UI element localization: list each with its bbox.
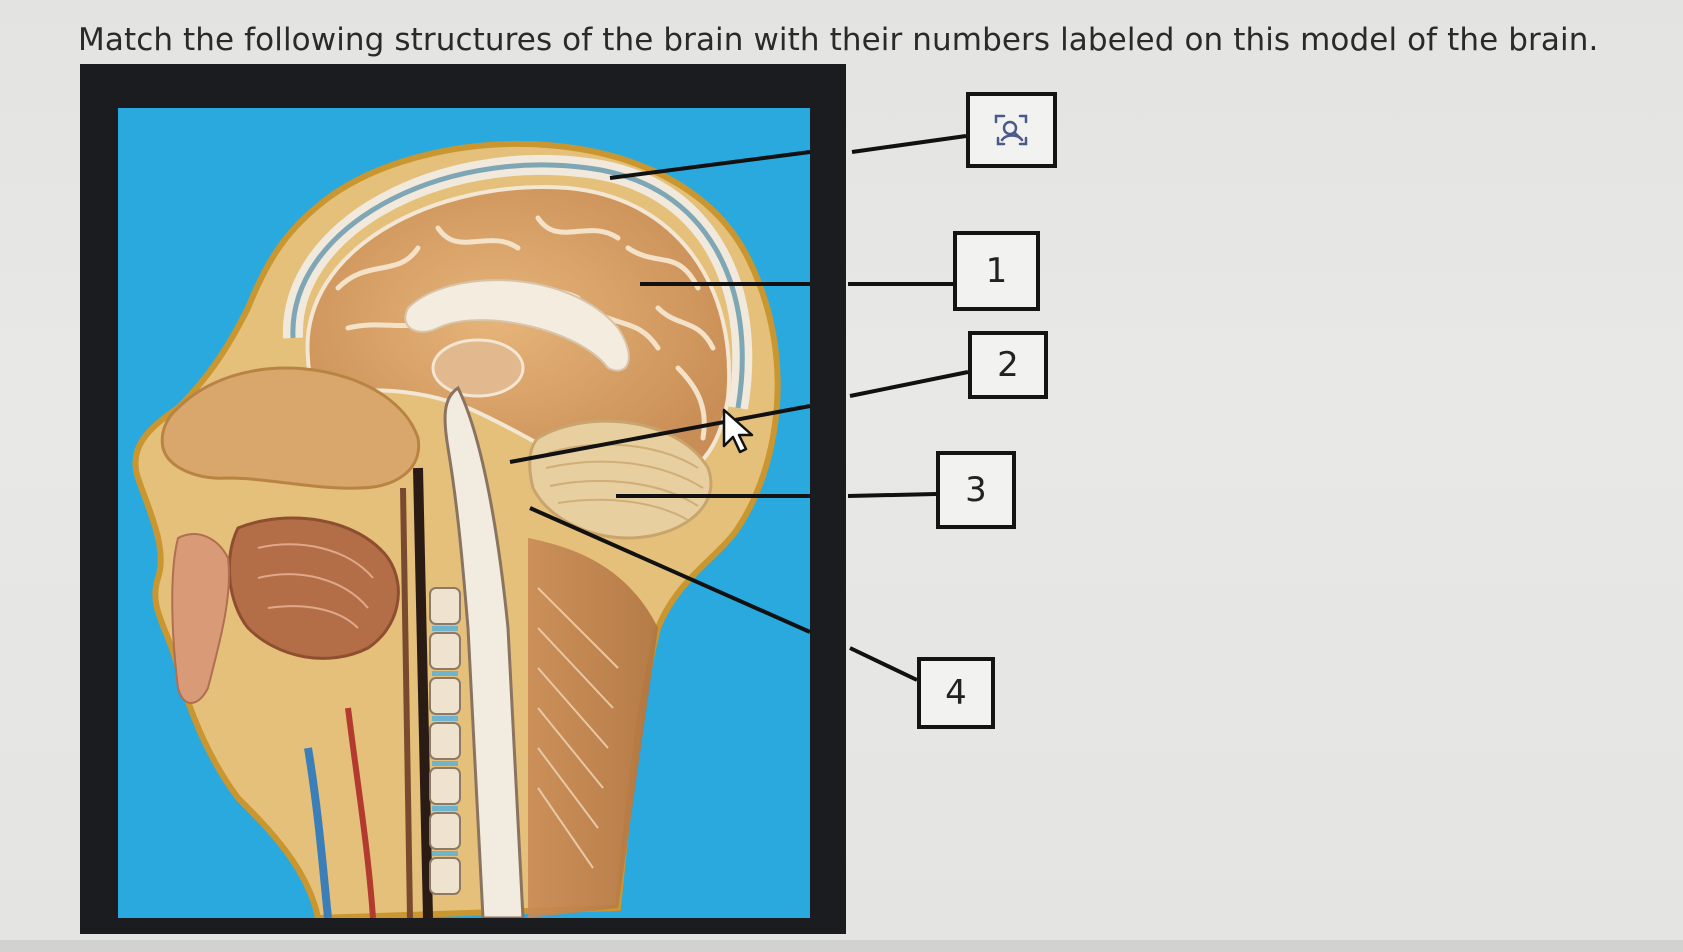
question-text: Match the following structures of the br… <box>78 22 1599 58</box>
bottom-edge <box>0 940 1683 952</box>
label-box-4[interactable]: 4 <box>917 657 995 729</box>
brain-model-illustration <box>132 141 781 918</box>
label-box-3[interactable]: 3 <box>936 451 1016 529</box>
brain-model-image <box>118 108 810 918</box>
mouse-pointer-icon <box>722 408 754 454</box>
image-search-icon <box>994 114 1027 146</box>
label-box-2[interactable]: 2 <box>968 331 1048 399</box>
label-box-1[interactable]: 1 <box>953 231 1040 311</box>
label-box-image-search[interactable] <box>966 92 1057 168</box>
